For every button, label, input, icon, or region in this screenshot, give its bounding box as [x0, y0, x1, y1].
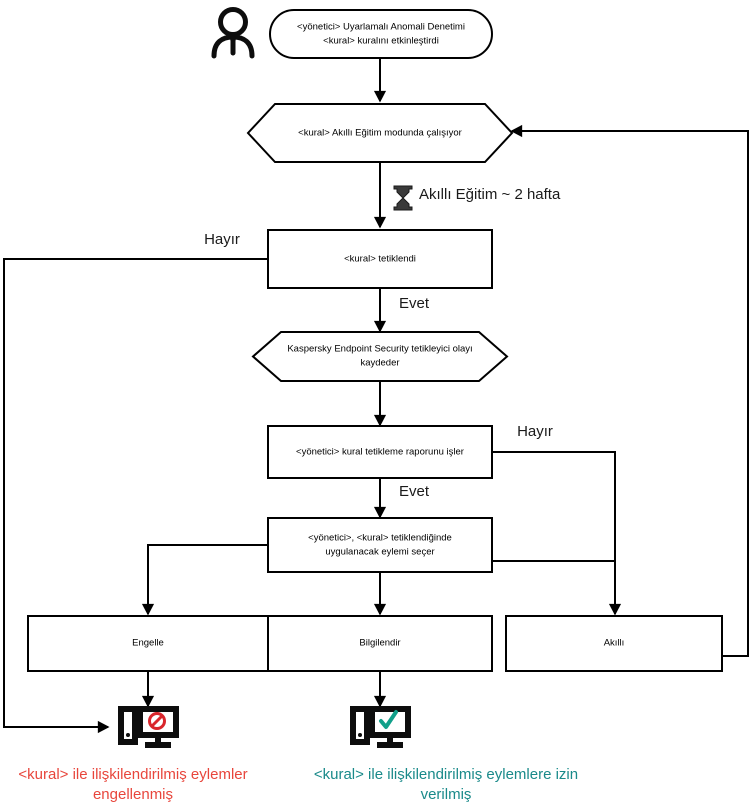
node-rule-triggered-line1: <kural> tetiklendi	[344, 254, 416, 265]
node-smart-training-line1: <kural> Akıllı Eğitim modunda çalışıyor	[298, 128, 462, 139]
edge-rule-triggered-no-to-blocked	[3, 258, 268, 734]
person-icon	[211, 7, 255, 59]
computer-blocked-icon	[118, 706, 179, 748]
node-kes-logs-line2: kaydeder	[360, 358, 399, 369]
edge-label-yes-report: Evet	[399, 483, 430, 500]
node-admin-action-line2: uygulanacak eylemi seçer	[325, 547, 434, 558]
node-admin-action: <yönetici>, <kural> tetiklendiğinde uygu…	[267, 517, 493, 573]
node-start: <yönetici> Uyarlamalı Anomali Denetimi <…	[269, 9, 493, 59]
node-kes-logs: Kaspersky Endpoint Security tetikleyici …	[251, 331, 509, 382]
node-start-line2: <kural> kuralını etkinleştirdi	[323, 36, 439, 47]
caption-allowed-line2: verilmiş	[421, 786, 472, 803]
node-admin-report: <yönetici> kural tetikleme raporunu işle…	[267, 425, 493, 479]
timer-label: Akıllı Eğitim ~ 2 hafta	[419, 186, 561, 203]
caption-blocked-line2: engellenmiş	[93, 786, 173, 803]
node-inform-label: Bilgilendir	[359, 638, 400, 649]
node-smart-training: <kural> Akıllı Eğitim modunda çalışıyor	[246, 103, 514, 163]
edge-smart-loop-back	[510, 124, 749, 657]
node-admin-action-line1: <yönetici>, <kural> tetiklendiğinde	[308, 533, 452, 544]
hourglass-icon	[393, 185, 413, 211]
node-smart: Akıllı	[505, 615, 723, 672]
computer-allowed-icon	[350, 706, 411, 748]
node-block-label: Engelle	[132, 638, 164, 649]
caption-allowed-line1: <kural> ile ilişkilendirilmiş eylemlere …	[314, 766, 578, 783]
edge-label-no-triggered: Hayır	[204, 231, 240, 248]
timer-annotation: Akıllı Eğitim ~ 2 hafta	[393, 185, 561, 211]
edge-label-yes-triggered: Evet	[399, 295, 430, 312]
connectors	[3, 58, 749, 734]
edge-admin-action-to-block	[141, 544, 268, 616]
node-rule-triggered: <kural> tetiklendi	[267, 229, 493, 289]
node-smart-label: Akıllı	[604, 638, 625, 649]
node-inform: Bilgilendir	[267, 615, 493, 672]
caption-blocked: <kural> ile ilişkilendirilmiş eylemler e…	[18, 766, 247, 803]
node-kes-logs-line1: Kaspersky Endpoint Security tetikleyici …	[287, 344, 472, 355]
caption-allowed: <kural> ile ilişkilendirilmiş eylemlere …	[314, 766, 578, 803]
node-admin-report-line1: <yönetici> kural tetikleme raporunu işle…	[296, 447, 464, 458]
node-start-line1: <yönetici> Uyarlamalı Anomali Denetimi	[297, 22, 465, 33]
edge-admin-report-no-to-smart	[492, 451, 622, 616]
caption-blocked-line1: <kural> ile ilişkilendirilmiş eylemler	[18, 766, 247, 783]
node-block: Engelle	[27, 615, 269, 672]
edge-label-no-report: Hayır	[517, 423, 553, 440]
